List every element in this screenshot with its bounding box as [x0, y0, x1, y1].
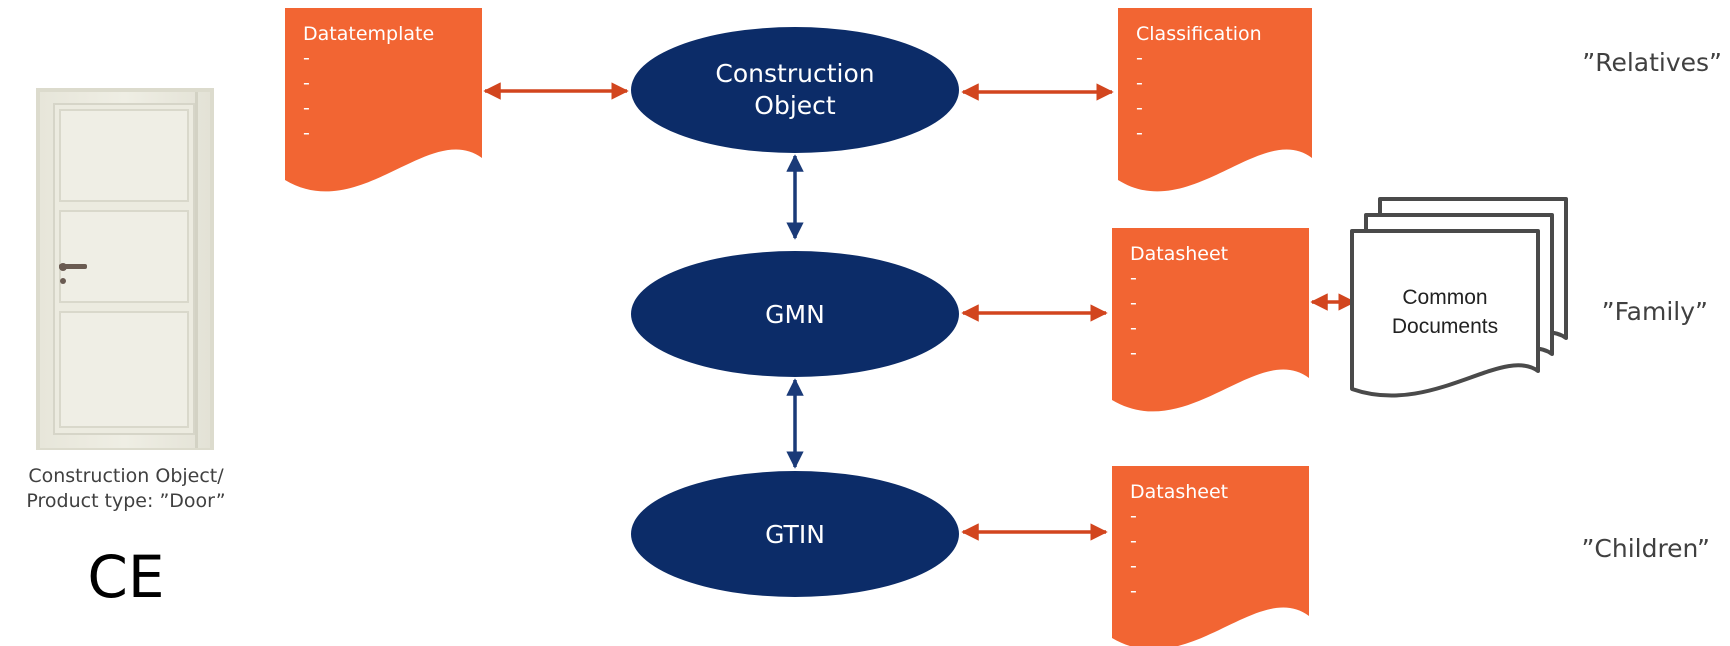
doc-dash: - — [1130, 505, 1137, 527]
doc-dash: - — [1136, 122, 1143, 144]
doc-dash: - — [303, 122, 310, 144]
doc-dash: - — [1130, 555, 1137, 577]
doc-dash: - — [1130, 342, 1137, 364]
common-documents-line1: Common — [1402, 286, 1487, 309]
doc-dash: - — [1136, 72, 1143, 94]
doc-dash: - — [1130, 292, 1137, 314]
children-label: ”Children” — [1581, 534, 1710, 563]
gtin-node: GTIN — [631, 471, 959, 597]
doc-dash: - — [303, 72, 310, 94]
construction-object-node: Construction Object — [631, 27, 959, 153]
gtin-label: GTIN — [765, 520, 825, 549]
datasheet-gmn-title: Datasheet — [1130, 243, 1228, 265]
datasheet-gtin-document: Datasheet - - - - — [1112, 466, 1309, 646]
doc-dash: - — [1136, 47, 1143, 69]
construction-object-label-line2: Object — [754, 91, 836, 120]
doc-dash: - — [1130, 530, 1137, 552]
doc-dash: - — [1130, 580, 1137, 602]
door-caption-line1: Construction Object/ — [28, 465, 224, 487]
door-caption-line2: Product type: ”Door” — [26, 490, 225, 512]
doc-dash: - — [1136, 97, 1143, 119]
construction-object-label-line1: Construction — [715, 59, 874, 88]
doc-dash: - — [303, 47, 310, 69]
classification-document: Classification - - - - — [1118, 8, 1312, 192]
common-documents-line2: Documents — [1392, 315, 1498, 338]
doc-dash: - — [1130, 267, 1137, 289]
datasheet-gtin-title: Datasheet — [1130, 481, 1228, 503]
datatemplate-title: Datatemplate — [303, 23, 434, 45]
ce-mark-icon: CE — [87, 543, 164, 611]
family-label: ”Family” — [1602, 297, 1708, 326]
doc-dash: - — [1130, 317, 1137, 339]
classification-title: Classification — [1136, 23, 1262, 45]
gmn-label: GMN — [765, 300, 825, 329]
datatemplate-document: Datatemplate - - - - — [285, 8, 482, 192]
relatives-label: ”Relatives” — [1582, 48, 1722, 77]
door-handle-icon — [59, 263, 87, 284]
door-image — [36, 88, 214, 450]
datasheet-gmn-document: Datasheet - - - - — [1112, 228, 1309, 412]
doc-dash: - — [303, 97, 310, 119]
gmn-node: GMN — [631, 251, 959, 377]
document-stack-icon: Common Documents — [1350, 197, 1568, 398]
